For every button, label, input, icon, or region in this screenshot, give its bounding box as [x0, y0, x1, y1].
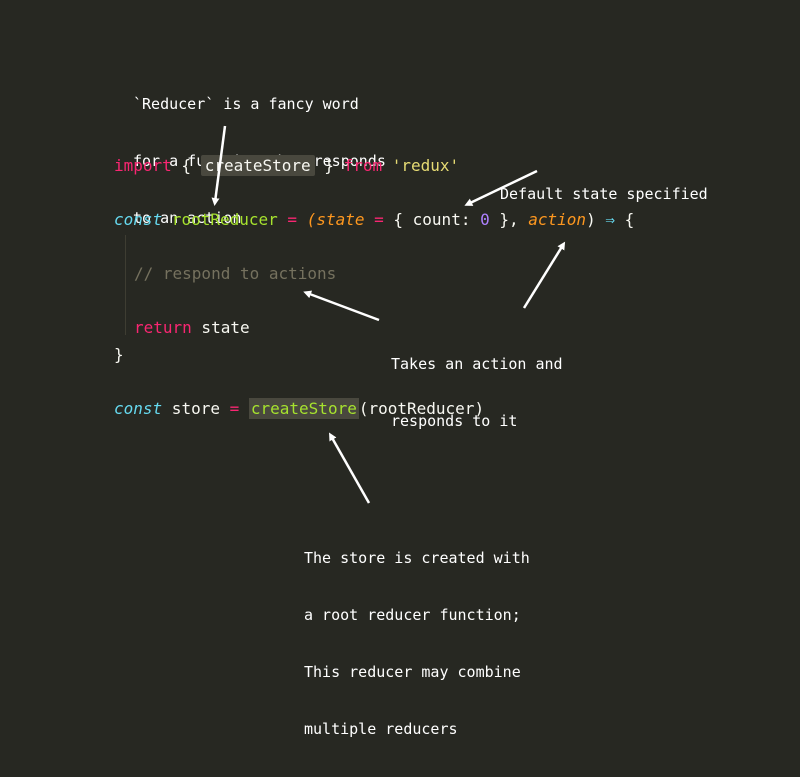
code-line-import: import { createStore } from 'redux'	[114, 155, 460, 176]
store-name: store	[162, 399, 220, 418]
default-assign-operator: =	[364, 210, 394, 229]
object-open: { count:	[393, 210, 481, 229]
reducer-annotation-line: `Reducer` is a fancy word	[133, 95, 359, 113]
action-param: action	[528, 210, 587, 229]
code-line-return: return state	[134, 318, 250, 338]
create-store-import: createStore	[200, 155, 315, 176]
body-close: }	[114, 345, 124, 364]
comment-arrow	[303, 290, 380, 322]
default-state-annotation: Default state specified	[500, 147, 708, 242]
from-keyword: from	[343, 156, 383, 175]
return-keyword: return	[134, 318, 192, 337]
code-line-comment: // respond to actions	[134, 264, 336, 284]
default-state-arrow	[464, 169, 538, 206]
takes-action-annotation-line: responds to it	[391, 412, 518, 430]
return-value: state	[191, 318, 250, 337]
fat-arrow: ⇒	[605, 210, 615, 229]
assign-operator: =	[219, 399, 249, 418]
brace-open: {	[171, 156, 201, 175]
annotation-arrows	[211, 125, 566, 504]
store-annotation-line: The store is created with	[304, 549, 530, 567]
code-line-close: }	[114, 345, 124, 365]
code-line-root-reducer: const rootReducer = (state = { count: 0 …	[114, 210, 634, 230]
code-annotation-diagram: `Reducer` is a fancy word for a function…	[114, 95, 708, 738]
module-string: 'redux'	[391, 156, 460, 175]
call-args: (rootReducer)	[358, 399, 485, 418]
zero-number: 0	[480, 210, 490, 229]
store-annotation-line: multiple reducers	[304, 720, 458, 738]
takes-action-annotation-line: Takes an action and	[391, 355, 563, 373]
state-param: state	[316, 210, 365, 229]
store-annotation-line: a root reducer function;	[304, 606, 521, 624]
comment-text: // respond to actions	[134, 264, 337, 283]
action-arrow	[522, 241, 566, 309]
import-keyword: import	[114, 156, 172, 175]
const-keyword: const	[114, 210, 163, 229]
body-open: {	[614, 210, 635, 229]
paren-close: )	[586, 210, 606, 229]
takes-action-annotation: Takes an action and responds to it	[391, 317, 563, 469]
object-close: },	[489, 210, 529, 229]
reducer-annotation-line: to an action	[133, 209, 242, 227]
store-annotation-line: This reducer may combine	[304, 663, 521, 681]
code-line-store: const store = createStore(rootReducer)	[114, 398, 485, 419]
brace-close: }	[314, 156, 344, 175]
default-state-annotation-line: Default state specified	[500, 185, 708, 203]
indent-guide	[125, 235, 126, 335]
paren-open: (	[306, 210, 317, 229]
store-arrow	[329, 432, 371, 504]
reducer-arrow	[211, 125, 227, 206]
const-keyword: const	[114, 399, 163, 418]
create-store-call: createStore	[248, 398, 359, 419]
assign-operator: =	[277, 210, 307, 229]
root-reducer-name: rootReducer	[162, 210, 278, 229]
